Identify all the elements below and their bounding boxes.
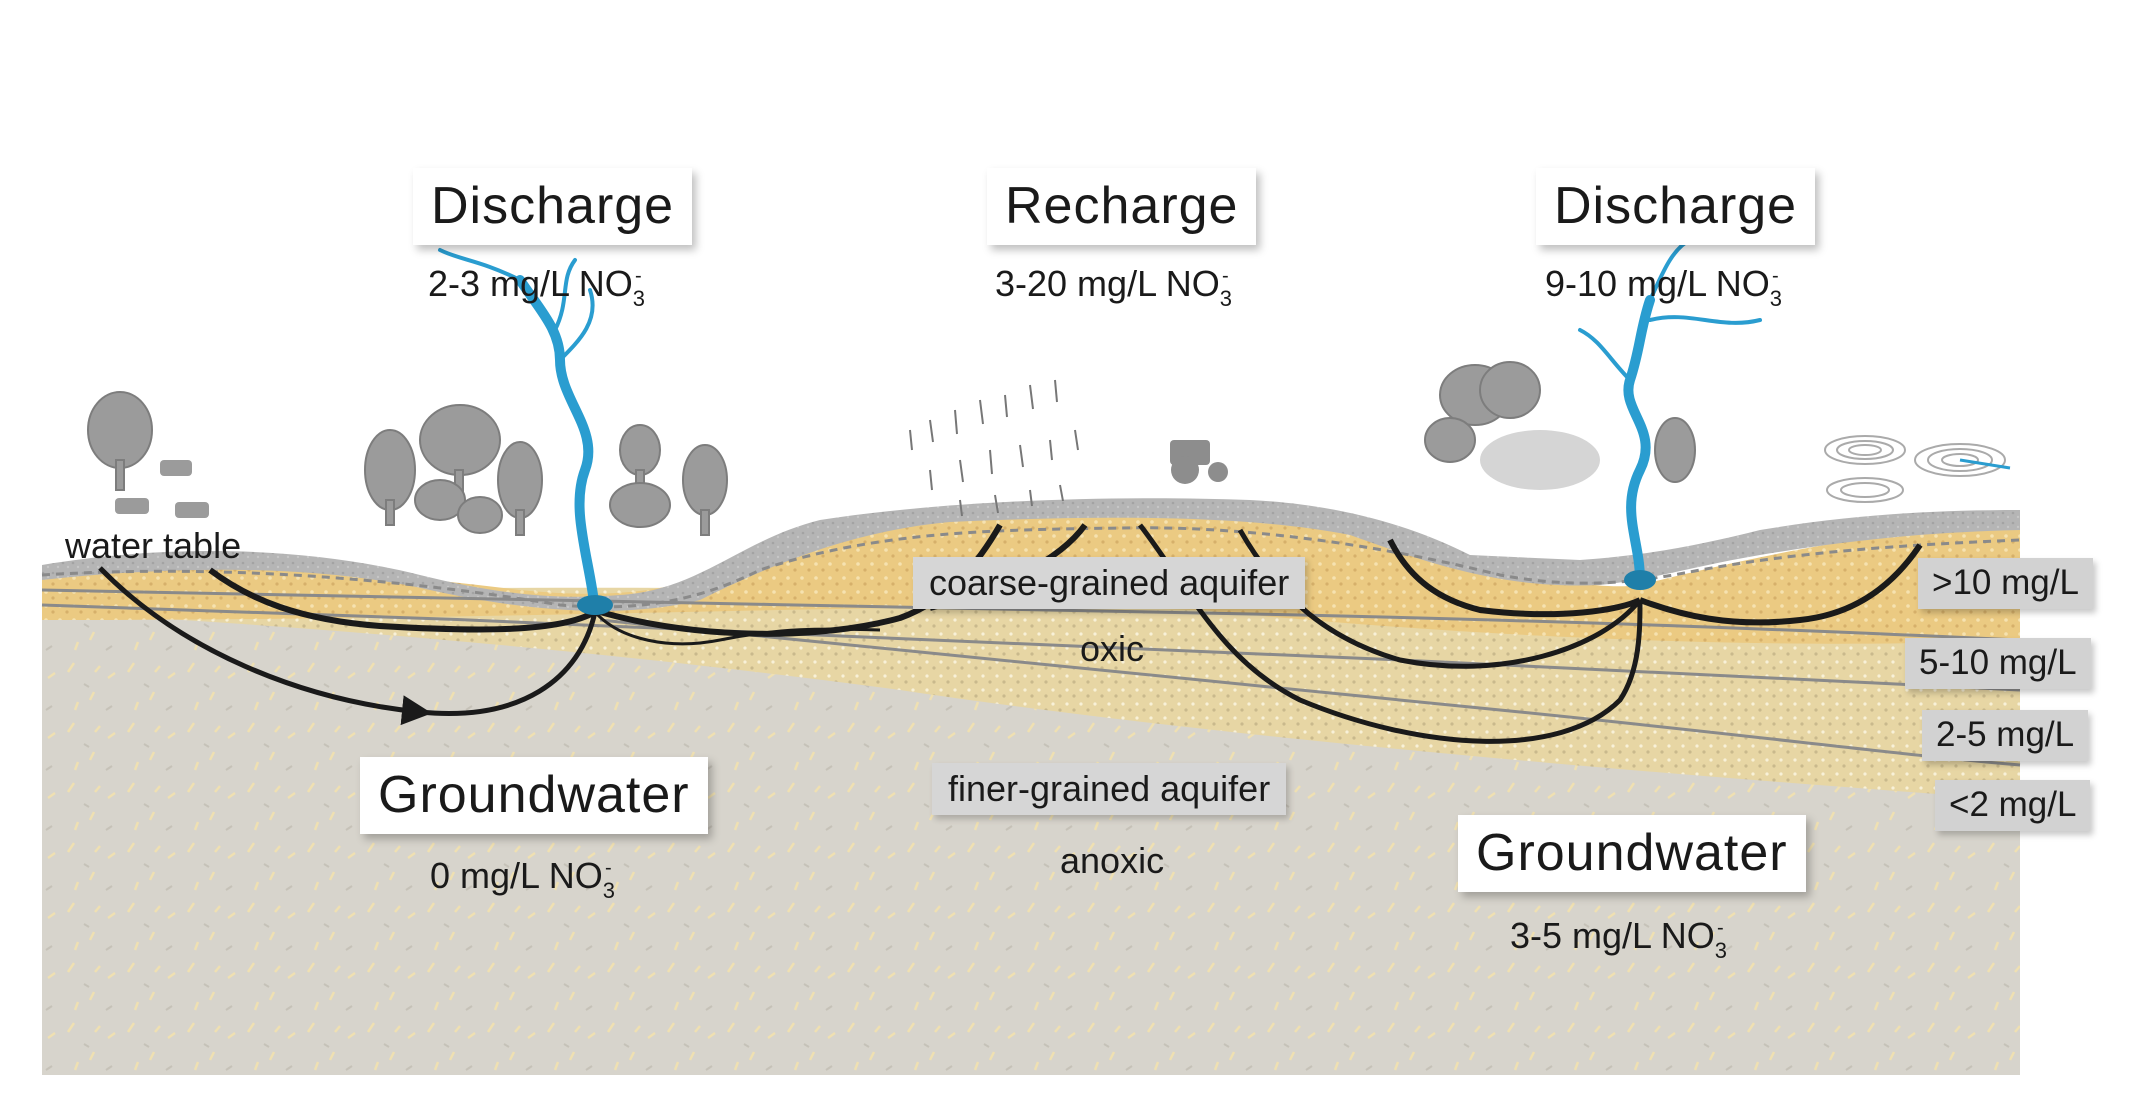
- groundwater-left-title: Groundwater: [360, 757, 708, 835]
- legend-5-10: 5-10 mg/L: [1905, 638, 2091, 689]
- groundwater-right-title: Groundwater: [1458, 815, 1806, 893]
- water-table-label: water table: [65, 525, 242, 566]
- discharge-right-concentration: 9-10 mg/L NO3-: [1545, 263, 1783, 311]
- boundary-10: [41, 588, 2021, 642]
- oxic-label: oxic: [1080, 628, 1145, 669]
- stream-left-pool: [577, 595, 613, 615]
- groundwater-left-concentration: 0 mg/L NO3-: [430, 855, 615, 903]
- discharge-left-title: Discharge: [413, 168, 693, 246]
- center-pivot-irrigation-icon: [1824, 435, 2011, 503]
- cow-icon: [115, 460, 209, 518]
- flow-line: [1387, 538, 1642, 618]
- flow-line: [1138, 523, 1643, 744]
- boundary-2: [599, 618, 2021, 767]
- finer-aquifer-label: finer-grained aquifer: [932, 763, 1287, 815]
- stream-left: [515, 275, 600, 615]
- anoxic-label: anoxic: [1060, 840, 1165, 881]
- shrub-icon: [1480, 430, 1600, 490]
- flow-line: [1638, 543, 1923, 626]
- groundwater-right-concentration: 3-5 mg/L NO3-: [1510, 915, 1727, 963]
- recharge-concentration: 3-20 mg/L NO3-: [995, 263, 1233, 311]
- stream-left-branch: [438, 248, 595, 362]
- flow-line: [593, 611, 881, 646]
- flow-line: [98, 566, 598, 726]
- coarse-aquifer-label: coarse-grained aquifer: [913, 557, 1306, 609]
- legend-2-5: 2-5 mg/L: [1922, 710, 2089, 761]
- legend-gt10: >10 mg/L: [1918, 558, 2093, 609]
- legend-lt2: <2 mg/L: [1935, 780, 2091, 831]
- stream-right: [1623, 295, 1655, 585]
- stream-right-pool: [1624, 570, 1656, 590]
- flow-line: [208, 567, 597, 633]
- oxic-layer: [42, 587, 2020, 800]
- crop-rows-icon: [909, 379, 1079, 517]
- tree-icon: [1424, 361, 1696, 483]
- discharge-left-concentration: 2-3 mg/L NO3-: [428, 263, 645, 311]
- tractor-icon: [1170, 440, 1228, 484]
- discharge-right-title: Discharge: [1536, 168, 1816, 246]
- recharge-title: Recharge: [987, 168, 1257, 246]
- tree-icon: [87, 391, 728, 536]
- water-table-line: [41, 526, 2021, 609]
